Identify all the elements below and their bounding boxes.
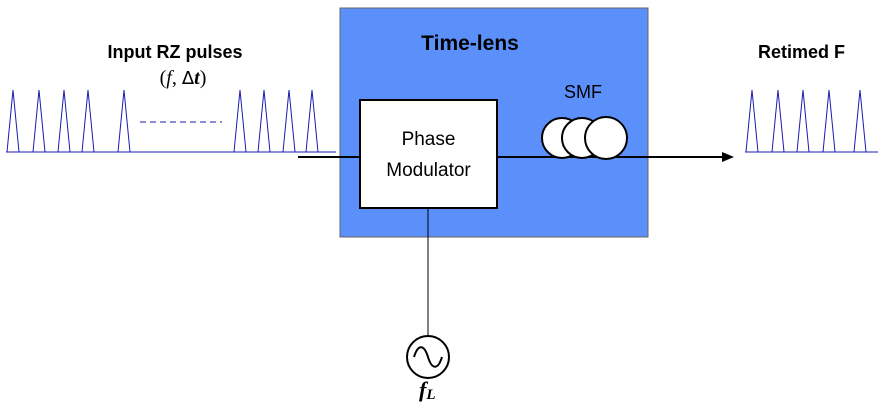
pulse-mark xyxy=(233,89,247,153)
input-params: (f, Δt) xyxy=(160,67,207,89)
smf-label: SMF xyxy=(564,82,602,102)
pulse-mark xyxy=(822,89,836,153)
pulse-mark xyxy=(282,89,296,153)
fiber-spool-icon xyxy=(541,116,628,160)
output-pulse-train xyxy=(745,89,878,153)
modulator-label-line1: Phase xyxy=(402,129,456,150)
pulse-mark xyxy=(257,89,271,153)
pulse-mark xyxy=(32,89,46,153)
source-frequency-label: fL xyxy=(419,377,436,403)
pulse-mark xyxy=(796,89,810,153)
params-open: ( xyxy=(160,67,167,89)
oscillator-source-icon xyxy=(406,335,450,379)
pulse-mark xyxy=(6,89,20,153)
param-t: t xyxy=(194,67,201,89)
pulse-mark xyxy=(853,89,867,153)
modulator-label-line2: Modulator xyxy=(386,160,471,181)
pulse-mark xyxy=(771,89,785,153)
pulse-mark xyxy=(117,89,131,153)
input-title: Input RZ pulses xyxy=(108,42,243,62)
param-f: f xyxy=(166,67,174,89)
source-label-main: f xyxy=(419,377,429,402)
pulse-mark xyxy=(57,89,71,153)
source-label-sub: L xyxy=(425,387,435,403)
pulse-mark xyxy=(745,89,759,153)
phase-modulator-box xyxy=(359,99,498,209)
output-title: Retimed F xyxy=(758,42,845,62)
param-sep: , xyxy=(172,67,182,89)
time-lens-title: Time-lens xyxy=(421,32,519,55)
pulse-mark xyxy=(305,89,319,153)
pulse-mark xyxy=(81,89,95,153)
input-pulse-train xyxy=(6,89,336,153)
param-delta: Δ xyxy=(182,68,195,89)
params-close: ) xyxy=(200,67,207,89)
